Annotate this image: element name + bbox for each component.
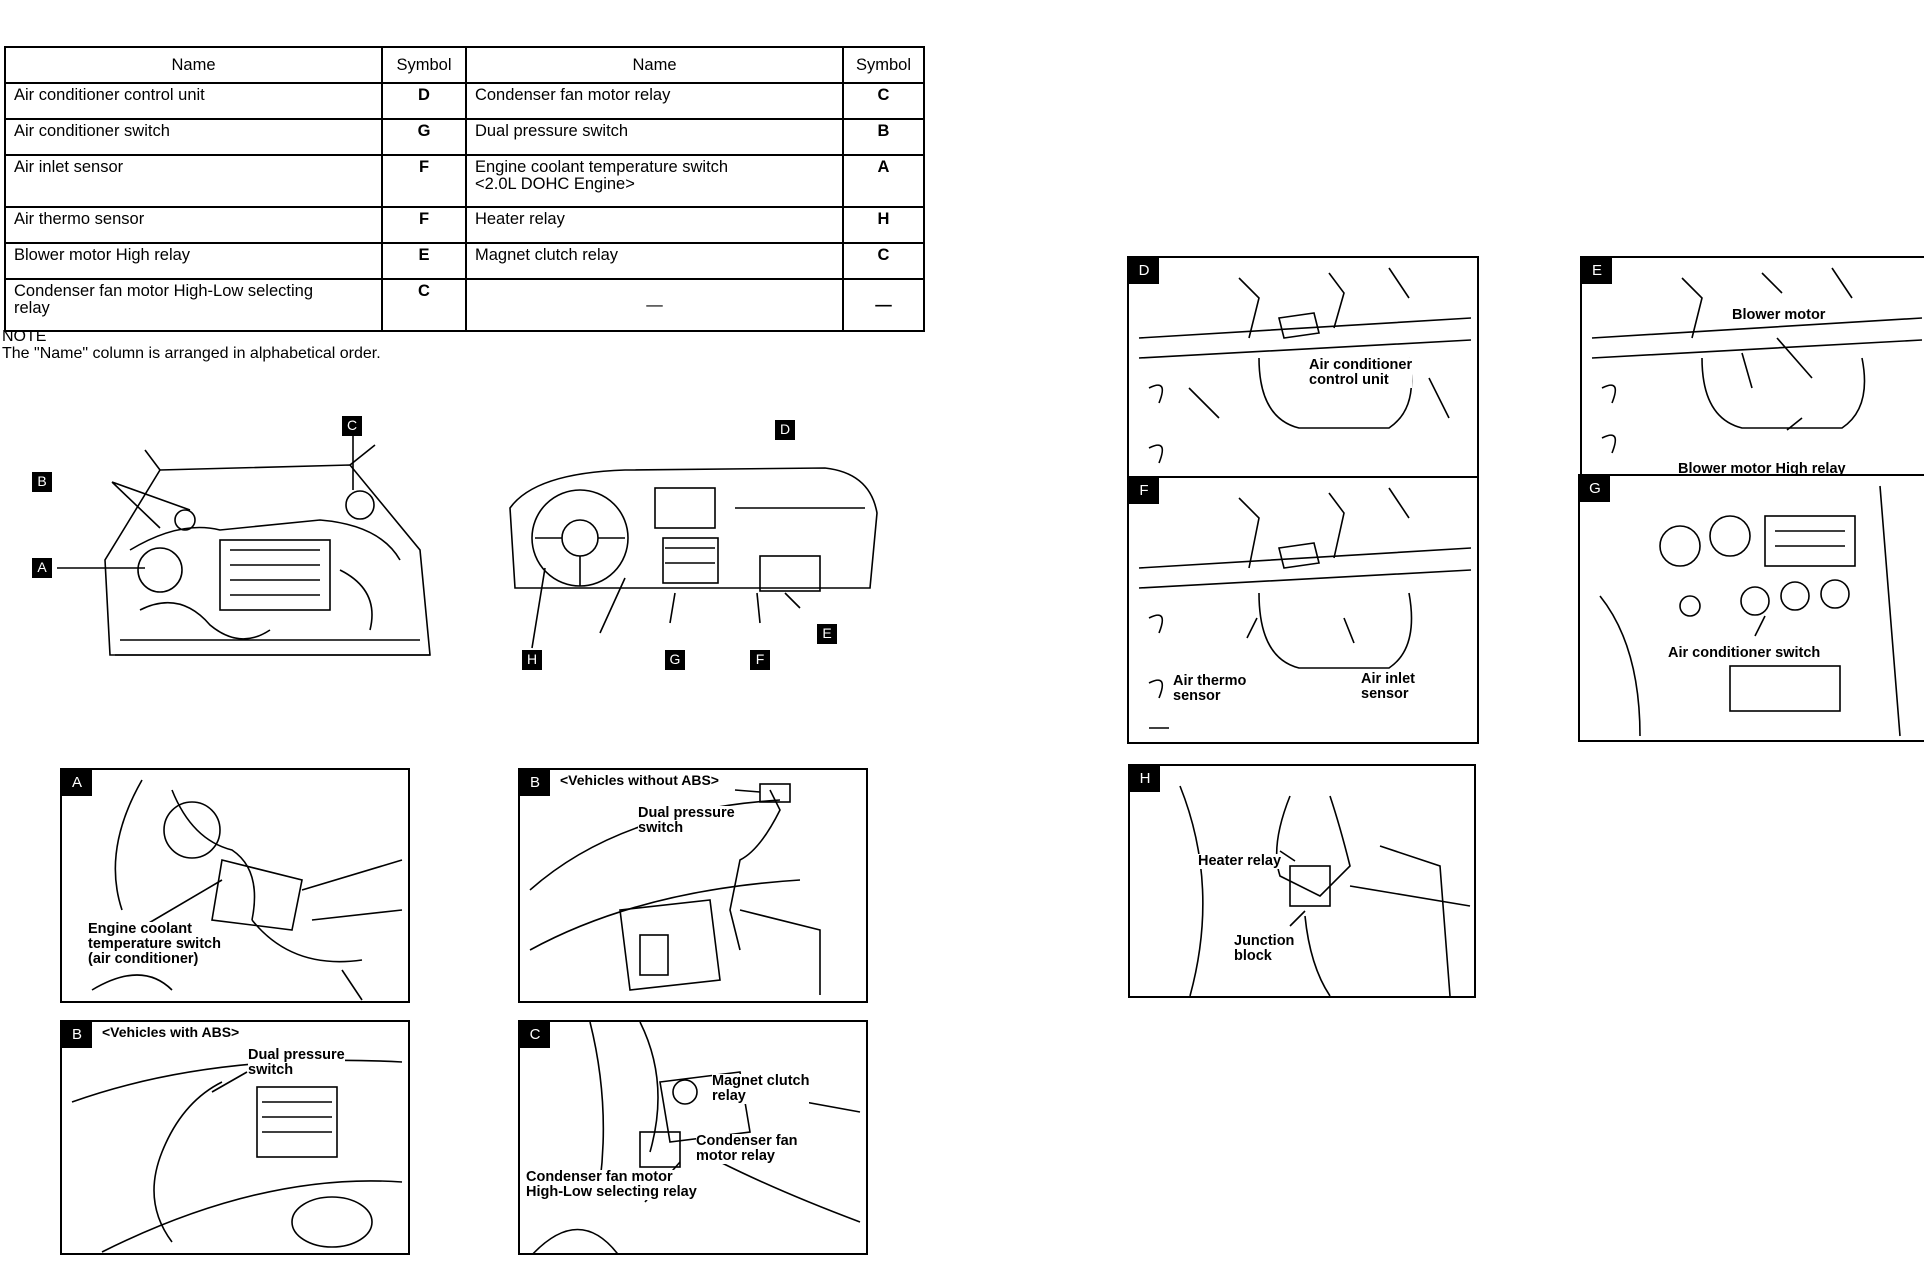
detail-panel-b-without-abs: B <Vehicles without ABS> Dual pressure s… — [518, 768, 868, 1003]
callout-tag-b: B — [32, 472, 52, 492]
ac-control-unit-label: Air conditioner control unit — [1309, 357, 1413, 388]
part-symbol: B — [842, 118, 925, 156]
dashboard-overview: D E F G H — [505, 418, 885, 678]
part-symbol: F — [381, 154, 467, 208]
part-name: Condenser fan motor High-Low selecting r… — [3, 278, 384, 332]
part-name: Air conditioner switch — [3, 118, 384, 156]
table-header-row: Name Symbol Name Symbol — [3, 46, 925, 84]
header-symbol: Symbol — [842, 46, 925, 84]
detail-panel-d: D Air conditioner control unit — [1127, 256, 1479, 490]
part-name: Engine coolant temperature switch <2.0L … — [464, 154, 845, 208]
dual-pressure-switch-label: Dual pressure switch — [248, 1047, 345, 1078]
panel-tag: D — [1129, 258, 1159, 284]
panel-tag: H — [1130, 766, 1160, 792]
engine-compartment-drawing — [57, 432, 431, 656]
detail-panel-b-with-abs: B <Vehicles with ABS> Dual pressure swit… — [60, 1020, 410, 1255]
table-row: Blower motor High relay E Magnet clutch … — [3, 242, 925, 280]
part-symbol: — — [842, 278, 925, 332]
heater-relay-drawing — [1179, 785, 1471, 996]
ac-control-unit-drawing — [1138, 267, 1472, 484]
table-row: Air inlet sensor F Engine coolant temper… — [3, 154, 925, 208]
condenser-fan-selecting-relay-label: Condenser fan motor High-Low selecting r… — [526, 1169, 697, 1200]
air-thermo-sensor-label: Air thermo sensor — [1173, 673, 1247, 704]
panel-tag: C — [520, 1022, 550, 1048]
detail-panel-c: C Magnet clutch relay Condenser fan moto… — [518, 1020, 868, 1255]
panel-caption: <Vehicles with ABS> — [102, 1024, 240, 1040]
part-name: Heater relay — [464, 206, 845, 244]
air-inlet-sensor-label: Air inlet sensor — [1361, 671, 1415, 702]
detail-panel-a: A Engine coolant temperature switch (air… — [60, 768, 410, 1003]
panel-tag: F — [1129, 478, 1159, 504]
parts-location-table: Name Symbol Name Symbol Air conditioner … — [3, 46, 925, 332]
engine-coolant-switch-label: Engine coolant temperature switch (air c… — [88, 921, 221, 967]
junction-block-label: Junction block — [1234, 933, 1295, 964]
table-row: Condenser fan motor High-Low selecting r… — [3, 278, 925, 332]
dual-pressure-switch-label: Dual pressure switch — [638, 805, 735, 836]
detail-panel-g: G Air conditioner switch — [1578, 474, 1924, 742]
part-name: Magnet clutch relay — [464, 242, 845, 280]
ac-switch-label: Air conditioner switch — [1668, 645, 1821, 661]
part-name: Air thermo sensor — [3, 206, 384, 244]
part-name: Air conditioner control unit — [3, 82, 384, 120]
panel-tag: A — [62, 770, 92, 796]
part-symbol: D — [381, 82, 467, 120]
panel-tag: E — [1582, 258, 1612, 284]
dual-pressure-switch-drawing — [529, 783, 821, 995]
header-name: Name — [3, 46, 384, 84]
blower-motor-label: Blower motor — [1732, 307, 1826, 323]
ac-switch-drawing — [1599, 485, 1901, 737]
table-row: Air thermo sensor F Heater relay H — [3, 206, 925, 244]
note-text: The "Name" column is arranged in alphabe… — [2, 345, 381, 362]
callout-tag-a: A — [32, 558, 52, 578]
condenser-fan-motor-relay-label: Condenser fan motor relay — [696, 1133, 798, 1164]
blower-motor-drawing — [1591, 267, 1923, 484]
callout-tag-e: E — [817, 624, 837, 644]
panel-tag: B — [62, 1022, 92, 1048]
blower-motor-high-relay-label: Blower motor High relay — [1678, 461, 1846, 477]
heater-relay-label: Heater relay — [1198, 853, 1282, 869]
note: NOTE The "Name" column is arranged in al… — [2, 328, 381, 362]
detail-panel-h: H Heater relay Junction block — [1128, 764, 1476, 998]
magnet-clutch-relay-label: Magnet clutch relay — [712, 1073, 810, 1104]
panel-tag: G — [1580, 476, 1610, 502]
part-symbol: E — [381, 242, 467, 280]
engine-compartment-overview: B A C — [20, 410, 440, 670]
part-symbol: A — [842, 154, 925, 208]
callout-tag-d: D — [775, 420, 795, 440]
part-symbol: H — [842, 206, 925, 244]
part-symbol: C — [842, 82, 925, 120]
callout-tag-g: G — [665, 650, 685, 670]
note-title: NOTE — [2, 328, 47, 345]
callout-tag-f: F — [750, 650, 770, 670]
callout-tag-c: C — [342, 416, 362, 436]
part-symbol: C — [842, 242, 925, 280]
part-name: Dual pressure switch — [464, 118, 845, 156]
part-symbol: G — [381, 118, 467, 156]
air-sensors-drawing — [1138, 487, 1472, 729]
dual-pressure-switch-abs-drawing — [71, 1059, 403, 1253]
panel-caption: <Vehicles without ABS> — [560, 772, 719, 788]
part-name: Condenser fan motor relay — [464, 82, 845, 120]
part-symbol: F — [381, 206, 467, 244]
header-symbol: Symbol — [381, 46, 467, 84]
header-name: Name — [464, 46, 845, 84]
dashboard-drawing — [509, 467, 878, 649]
part-name: Blower motor High relay — [3, 242, 384, 280]
panel-tag: B — [520, 770, 550, 796]
table-row: Air conditioner switch G Dual pressure s… — [3, 118, 925, 156]
part-symbol: C — [381, 278, 467, 332]
table-row: Air conditioner control unit D Condenser… — [3, 82, 925, 120]
part-name: — — [464, 278, 845, 332]
detail-panel-e: E Blower motor Blower motor High relay — [1580, 256, 1924, 488]
detail-panel-f: F Air thermo sensor Air inlet sensor — [1127, 476, 1479, 744]
engine-coolant-switch-drawing — [91, 779, 403, 1001]
relay-cluster-drawing — [532, 1022, 861, 1253]
part-name: Air inlet sensor — [3, 154, 384, 208]
callout-tag-h: H — [522, 650, 542, 670]
